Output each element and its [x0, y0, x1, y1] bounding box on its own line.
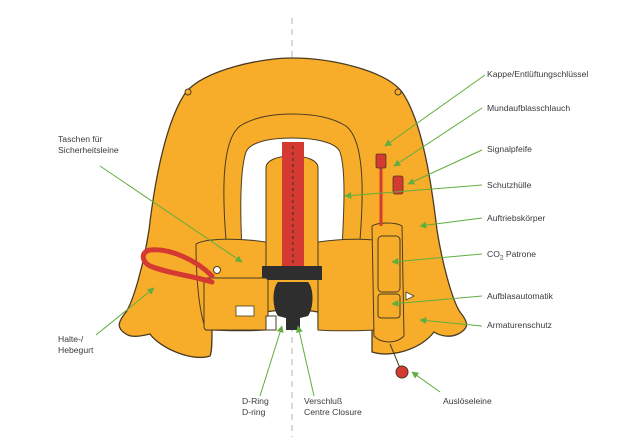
label-kappe: Kappe/Entlüftungschlüssel [487, 69, 588, 80]
label-halte-line1: Halte-/ [58, 334, 93, 345]
left-pocket [204, 278, 268, 330]
label-verschluss: Verschluß Centre Closure [304, 396, 362, 418]
label-dring: D-Ring D-ring [242, 396, 269, 418]
centre-closure-buckle [274, 282, 313, 330]
label-signal: Signalpfeife [487, 144, 532, 155]
label-taschen: Taschen für Sicherheitsleine [58, 134, 119, 156]
label-halte-line2: Hebegurt [58, 345, 93, 356]
label-co2-rest: Patrone [504, 249, 537, 259]
auto-inflator [378, 294, 400, 318]
label-verschluss-line2: Centre Closure [304, 407, 362, 418]
arrow-verschluss [298, 326, 314, 396]
release-toggle [396, 366, 408, 378]
label-co2: CO2 Patrone [487, 249, 536, 264]
label-mundauf: Mundaufblasschlauch [487, 103, 570, 114]
label-dring-line1: D-Ring [242, 396, 269, 407]
label-auftrieb: Auftriebskörper [487, 213, 545, 224]
label-schutz: Schutzhülle [487, 180, 531, 191]
label-dring-line2: D-ring [242, 407, 269, 418]
label-armatur: Armaturenschutz [487, 320, 552, 331]
chest-strap [262, 266, 322, 280]
d-ring-left [266, 316, 276, 330]
oral-cap [376, 154, 386, 168]
lifting-strap-ring [214, 267, 221, 274]
arrow-dring [260, 326, 282, 396]
label-aufblas: Aufblasautomatik [487, 291, 553, 302]
label-taschen-line1: Taschen für [58, 134, 119, 145]
label-halte: Halte-/ Hebegurt [58, 334, 93, 356]
center-strap [282, 142, 304, 280]
pocket-label-patch [236, 306, 254, 316]
label-ausloese: Auslöseleine [443, 396, 492, 407]
label-taschen-line2: Sicherheitsleine [58, 145, 119, 156]
label-co2-main: CO [487, 249, 500, 259]
co2-cylinder [378, 236, 400, 292]
label-verschluss-line1: Verschluß [304, 396, 362, 407]
collar-stud-right [395, 89, 401, 95]
collar-stud-left [185, 89, 191, 95]
arrow-ausloese [412, 372, 440, 392]
